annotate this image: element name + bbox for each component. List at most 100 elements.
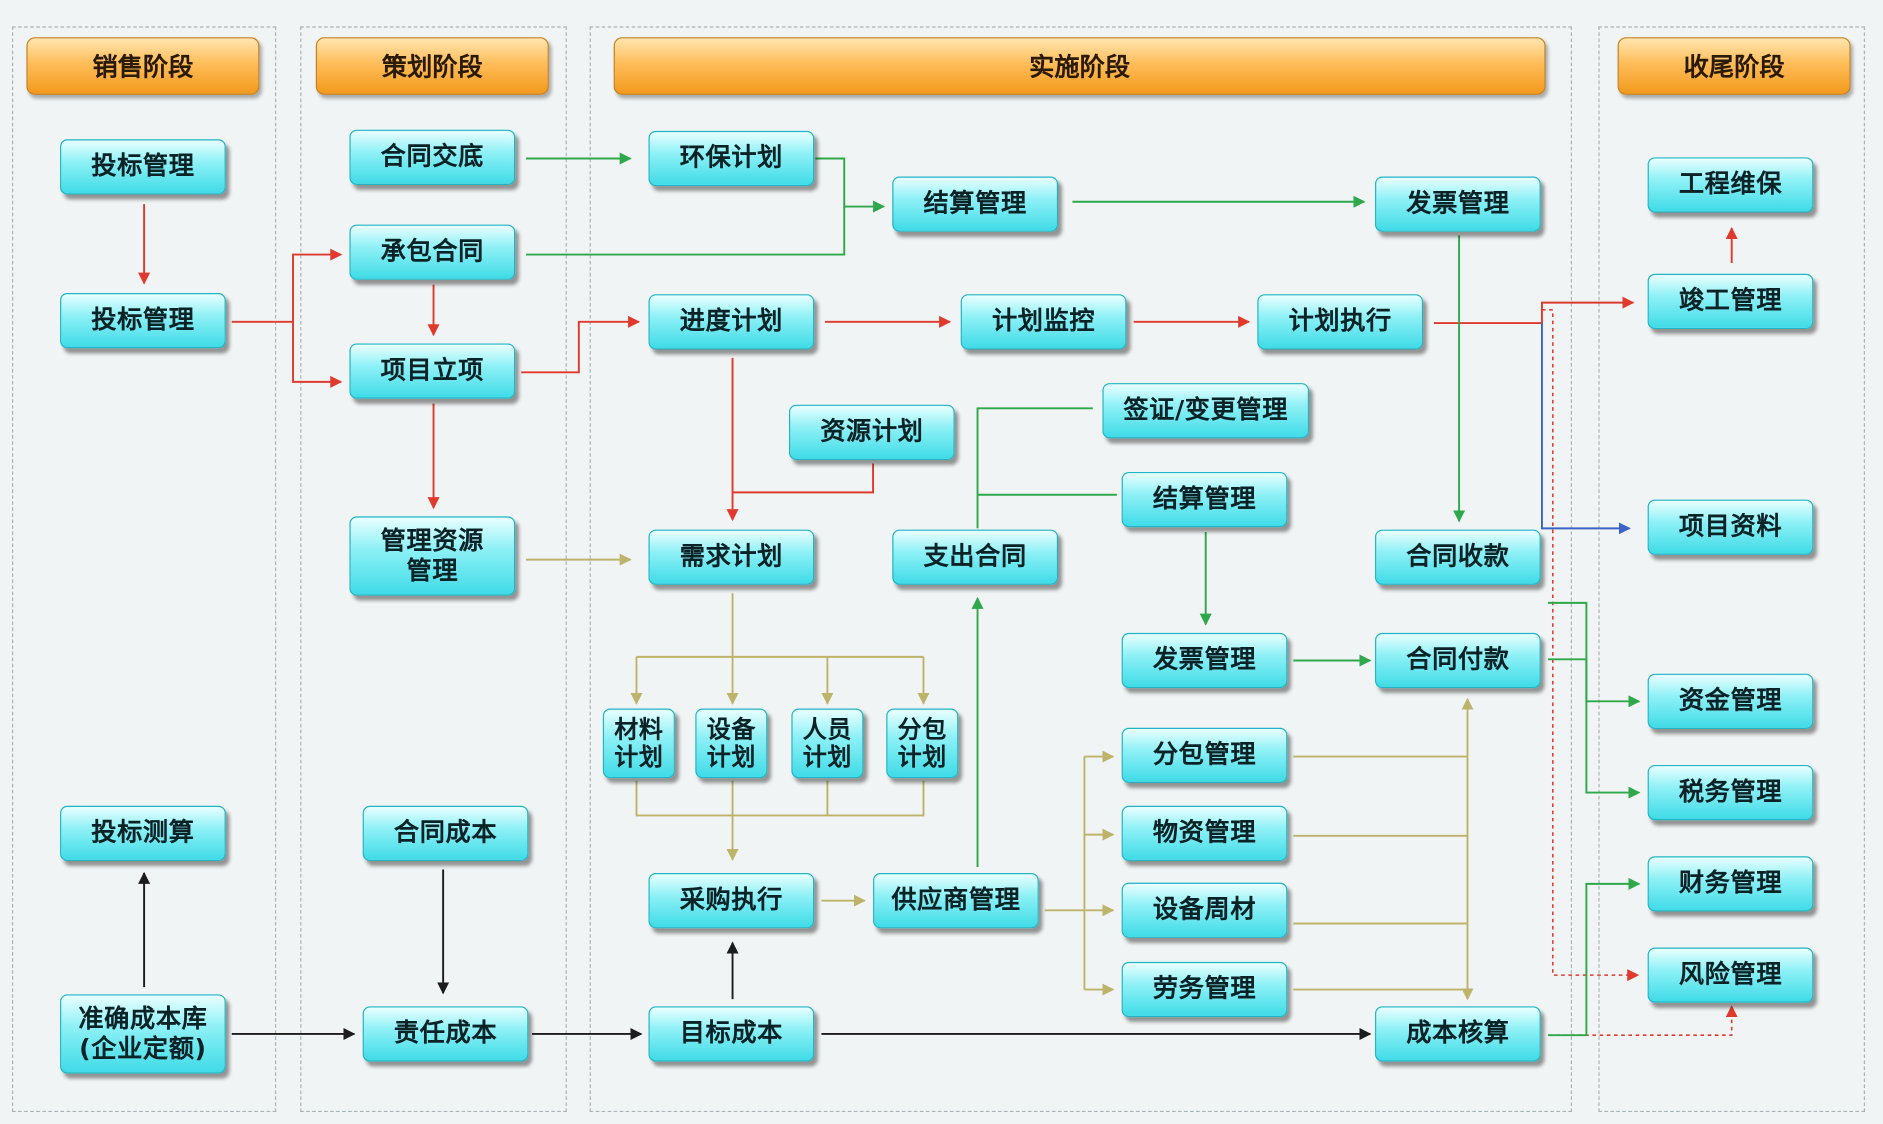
- node-label: 责任成本: [393, 1018, 498, 1048]
- node-label: 准确成本库 (企业定额): [78, 1003, 208, 1063]
- node-label: 投标管理: [91, 151, 195, 181]
- node-label: 工程维保: [1678, 169, 1783, 199]
- edge-setup-schedule: [521, 315, 641, 374]
- node-invoice-1[interactable]: 发票管理: [1375, 176, 1541, 232]
- node-settlement-2[interactable]: 结算管理: [1121, 471, 1288, 528]
- node-cost-library[interactable]: 准确成本库 (企业定额): [60, 994, 226, 1074]
- header-sales-phase: 销售阶段: [26, 37, 260, 95]
- header-implementation-label: 实施阶段: [1029, 52, 1131, 82]
- node-bid-estimate[interactable]: 投标测算: [60, 805, 226, 862]
- node-material-plan[interactable]: 材料 计划: [602, 708, 675, 779]
- node-subcontract-contract[interactable]: 承包合同: [349, 224, 516, 280]
- node-label: 设备周材: [1152, 895, 1257, 924]
- edge-execute-docs: [1540, 323, 1631, 535]
- node-maintenance[interactable]: 工程维保: [1647, 157, 1814, 213]
- node-label: 设备 计划: [706, 714, 756, 771]
- node-personnel-plan[interactable]: 人员 计划: [791, 708, 864, 779]
- node-label: 计划执行: [1288, 306, 1392, 336]
- node-purchase-execute[interactable]: 采购执行: [648, 873, 815, 929]
- edge-demand-split: [636, 593, 924, 658]
- node-risk-mgmt[interactable]: 风险管理: [1647, 947, 1814, 1003]
- edge-env-settle: [815, 157, 886, 213]
- node-plan-monitor[interactable]: 计划监控: [960, 294, 1127, 350]
- node-label: 签证/变更管理: [1123, 395, 1289, 425]
- node-expense-contract[interactable]: 支出合同: [892, 529, 1058, 585]
- node-equipment-turnover[interactable]: 设备周材: [1121, 882, 1288, 938]
- node-label: 资金管理: [1678, 686, 1783, 716]
- node-label: 需求计划: [679, 542, 783, 571]
- node-label: 风险管理: [1678, 960, 1783, 989]
- node-label: 成本核算: [1406, 1018, 1510, 1048]
- node-label: 材料 计划: [614, 714, 664, 771]
- node-label: 采购执行: [679, 885, 783, 915]
- lane-planning: [300, 26, 567, 1113]
- node-label: 供应商管理: [891, 885, 1021, 915]
- lane-closing: [1598, 26, 1865, 1113]
- node-label: 发票管理: [1152, 645, 1257, 675]
- edge-execute-completion: [1433, 296, 1635, 325]
- node-management-resource[interactable]: 管理资源 管理: [349, 516, 516, 596]
- node-label: 项目资料: [1678, 512, 1783, 541]
- node-label: 投标管理: [91, 305, 195, 335]
- node-material-mgmt[interactable]: 物资管理: [1121, 805, 1288, 862]
- node-responsibility-cost[interactable]: 责任成本: [362, 1006, 529, 1062]
- node-contract-receipt[interactable]: 合同收款: [1375, 529, 1541, 585]
- lane-sales: [12, 26, 277, 1113]
- edge-cost-finance: [1547, 877, 1641, 1037]
- node-bid-management-2[interactable]: 投标管理: [60, 293, 226, 349]
- node-demand-plan[interactable]: 需求计划: [648, 529, 815, 585]
- node-contract-cost[interactable]: 合同成本: [362, 805, 529, 862]
- node-completion-mgmt[interactable]: 竣工管理: [1647, 273, 1814, 330]
- node-label: 劳务管理: [1152, 974, 1257, 1004]
- node-bid-management-1[interactable]: 投标管理: [60, 139, 226, 195]
- node-label: 分包管理: [1152, 740, 1257, 770]
- edge-supplier-branch: [1044, 756, 1086, 990]
- node-project-setup[interactable]: 项目立项: [349, 343, 516, 399]
- node-label: 分包 计划: [897, 714, 947, 771]
- node-cost-accounting[interactable]: 成本核算: [1375, 1006, 1541, 1062]
- node-label: 竣工管理: [1678, 286, 1783, 316]
- node-supplier-mgmt[interactable]: 供应商管理: [873, 873, 1039, 929]
- node-label: 管理资源 管理: [380, 525, 484, 585]
- node-label: 项目立项: [380, 355, 484, 385]
- header-planning-label: 策划阶段: [381, 52, 483, 82]
- header-closing-phase: 收尾阶段: [1617, 37, 1851, 95]
- node-equipment-plan[interactable]: 设备 计划: [695, 708, 768, 779]
- node-plan-execute[interactable]: 计划执行: [1257, 294, 1424, 350]
- node-subpackage-plan[interactable]: 分包 计划: [886, 708, 959, 779]
- node-labor-mgmt[interactable]: 劳务管理: [1121, 961, 1288, 1018]
- edge-dotted-risk-1: [1541, 309, 1640, 982]
- node-label: 税务管理: [1678, 777, 1783, 807]
- node-contract-payment[interactable]: 合同付款: [1375, 632, 1541, 689]
- node-finance-mgmt[interactable]: 财务管理: [1647, 856, 1814, 912]
- node-label: 环保计划: [679, 143, 783, 173]
- header-closing-label: 收尾阶段: [1683, 52, 1785, 82]
- node-label: 支出合同: [923, 542, 1027, 571]
- header-implementation-phase: 实施阶段: [613, 37, 1546, 95]
- edge-resplan-demand: [732, 463, 875, 494]
- node-label: 结算管理: [923, 189, 1027, 218]
- node-contract-handover[interactable]: 合同交底: [349, 129, 516, 185]
- node-label: 目标成本: [679, 1018, 783, 1048]
- node-label: 投标测算: [91, 818, 195, 848]
- node-project-docs[interactable]: 项目资料: [1647, 499, 1814, 555]
- node-invoice-2[interactable]: 发票管理: [1121, 632, 1288, 689]
- node-visa-change[interactable]: 签证/变更管理: [1102, 383, 1309, 439]
- node-tax-mgmt[interactable]: 税务管理: [1647, 764, 1814, 821]
- header-sales-label: 销售阶段: [92, 52, 194, 82]
- edge-receipt-fund: [1547, 601, 1641, 708]
- header-planning-phase: 策划阶段: [315, 37, 549, 95]
- node-settlement-1[interactable]: 结算管理: [892, 176, 1058, 232]
- edge-bid2-setup: [292, 321, 343, 388]
- node-label: 结算管理: [1152, 484, 1257, 514]
- lane-implementation: [589, 26, 1572, 1113]
- node-label: 人员 计划: [802, 714, 853, 771]
- node-label: 发票管理: [1406, 189, 1510, 218]
- node-env-plan[interactable]: 环保计划: [648, 130, 815, 187]
- node-fund-mgmt[interactable]: 资金管理: [1647, 673, 1814, 729]
- node-target-cost[interactable]: 目标成本: [648, 1006, 815, 1062]
- node-schedule-plan[interactable]: 进度计划: [648, 294, 815, 350]
- node-resource-plan[interactable]: 资源计划: [788, 404, 955, 460]
- node-subpackage-mgmt[interactable]: 分包管理: [1121, 727, 1288, 783]
